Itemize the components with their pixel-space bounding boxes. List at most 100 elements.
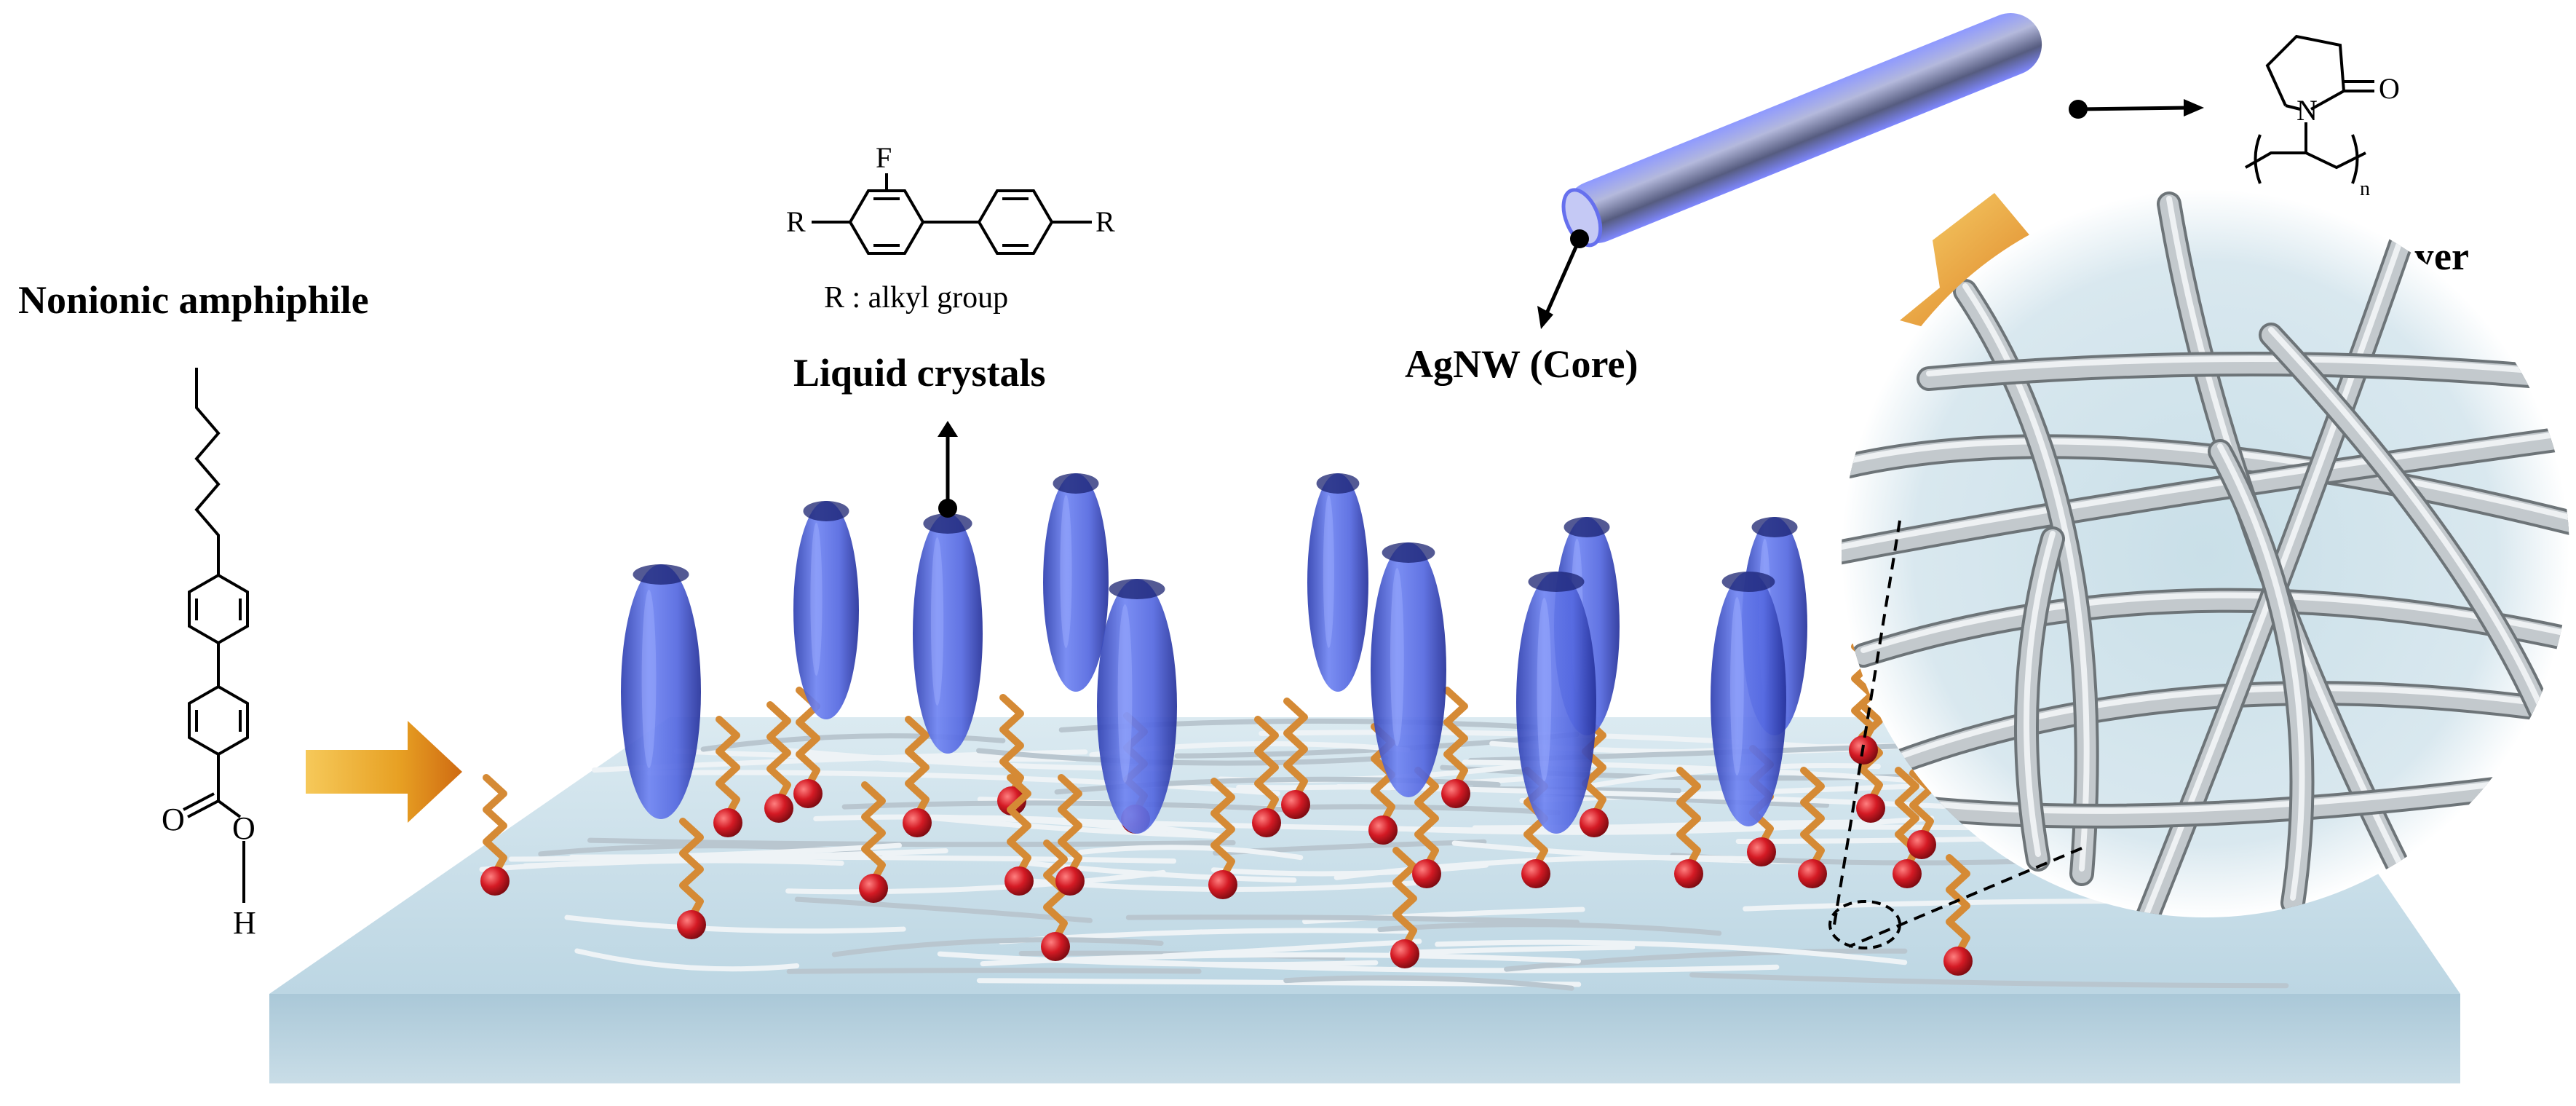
- zoom-nanowire: [1842, 437, 2569, 534]
- amphiphile-head: [1580, 808, 1609, 837]
- zoom-nanowire-highlight: [1846, 438, 2569, 522]
- nanowire: [1283, 975, 1574, 991]
- zoom-nanowire-highlight: [1860, 592, 2569, 653]
- nanowire: [794, 896, 1093, 923]
- amphiphile-head: [1441, 779, 1470, 808]
- zoom-nanowire-highlight: [1926, 356, 2565, 376]
- amphiphile-tail: [766, 701, 791, 805]
- pvp-pointer: [2077, 106, 2188, 111]
- liquid-crystal-cap: [803, 501, 849, 521]
- amphiphile-tail: [1210, 778, 1235, 881]
- amphiphile-head: [677, 910, 706, 939]
- nanowire: [1377, 922, 1722, 936]
- liquid-crystal-highlight: [641, 590, 657, 768]
- amphiphile-head: [1521, 859, 1550, 888]
- amphiphile-head: [1798, 859, 1827, 888]
- nanowire: [786, 968, 1202, 974]
- amphiphile-head: [1674, 859, 1703, 888]
- nanowire: [1333, 855, 1772, 880]
- liquid-crystal-cap: [1528, 572, 1585, 592]
- substrate-front: [269, 994, 2460, 1083]
- nanowire: [1335, 783, 1946, 809]
- amphiphile-head: [1943, 947, 1973, 976]
- liquid-crystal: [1043, 473, 1109, 692]
- nanowire: [785, 869, 1166, 895]
- zoom-line-lower: [1848, 847, 2082, 948]
- liquid-crystal-highlight: [1390, 568, 1404, 746]
- nanowire: [1078, 845, 1304, 861]
- nanowire: [587, 837, 1236, 848]
- nanowire: [1574, 819, 1876, 832]
- atom-f: F: [876, 141, 892, 174]
- amphiphile-head: [1412, 859, 1441, 888]
- zoom-nanowire-highlight: [2217, 443, 2305, 901]
- zoom-nanowire-highlight: [2024, 531, 2056, 857]
- zoom-nanowire: [1854, 590, 2569, 665]
- amphiphile-head: [793, 779, 823, 808]
- atom-o-carbonyl: O: [162, 802, 185, 837]
- amphiphile-head: [859, 874, 888, 903]
- amphiphile-tail: [1392, 847, 1417, 950]
- amphiphile-head: [764, 794, 793, 823]
- nanowire: [1125, 915, 1580, 925]
- liquid-crystal: [1307, 473, 1368, 692]
- liquid-crystal: [1516, 572, 1596, 834]
- nanowire: [1309, 804, 1561, 815]
- amphiphile-tail: [1058, 774, 1082, 877]
- pvp-structure: [2245, 34, 2374, 184]
- amphiphile-head: [1907, 830, 1936, 859]
- amphiphile-tail: [1800, 767, 1825, 870]
- zoom-nanowire-highlight: [2268, 327, 2551, 726]
- amphiphile-head: [1856, 794, 1885, 823]
- zoom-nanowire-highlight: [1962, 283, 2090, 872]
- agnw-rod: [1537, 12, 2204, 329]
- amphiphile-tail: [1283, 698, 1308, 801]
- liquid-crystal: [793, 501, 859, 719]
- agnw-core-pointer: [1545, 237, 1582, 315]
- amphiphile-head: [1208, 870, 1237, 899]
- nanowire: [574, 948, 800, 972]
- atom-o-pvp: O: [2379, 72, 2400, 105]
- nanowire: [1123, 958, 1780, 973]
- r-alkyl-group-label: R : alkyl group: [824, 281, 1008, 315]
- amphiphile-head: [1055, 866, 1085, 896]
- nanowire: [962, 815, 1613, 834]
- amphiphile-head: [1041, 932, 1070, 961]
- nanowire: [831, 937, 1164, 957]
- nanowire: [980, 952, 1581, 967]
- liquid-crystal: [913, 513, 983, 754]
- amphiphile-head: [480, 866, 510, 896]
- amphiphile-head: [1252, 808, 1281, 837]
- liquid-crystal-cap: [1382, 542, 1435, 563]
- liquid-crystal-cap: [1751, 517, 1798, 537]
- zoom-region-marker: [1828, 900, 1901, 949]
- liquid-crystal-cap: [1109, 579, 1165, 599]
- amphiphile-tail: [861, 781, 886, 885]
- atom-o-hydroxyl: O: [232, 810, 255, 846]
- liquid-crystal-highlight: [810, 523, 823, 676]
- atom-r-right: R: [1095, 205, 1115, 238]
- lc-pointer: [938, 421, 958, 518]
- zoom-nanowire-highlight: [1842, 429, 2569, 551]
- liquid-crystal-highlight: [1060, 495, 1072, 648]
- amphiphile-tail: [483, 774, 507, 877]
- liquid-crystals-label: Liquid crystals: [793, 351, 1046, 395]
- amphiphile-tail: [1443, 687, 1468, 790]
- nanowire: [1504, 948, 1908, 972]
- atom-r-left: R: [786, 205, 806, 238]
- atom-n: N: [2296, 94, 2318, 127]
- liquid-crystal: [1711, 572, 1786, 826]
- nanowire: [1689, 972, 2289, 989]
- liquid-crystal-highlight: [1323, 495, 1334, 648]
- zoom-nanowire: [1842, 427, 2569, 563]
- liquid-crystal: [1371, 542, 1446, 797]
- liquid-crystal-highlight: [1730, 597, 1744, 775]
- liquid-crystal: [621, 564, 701, 819]
- amphiphile-tail: [999, 694, 1024, 797]
- amphiphile-structure: [183, 368, 249, 903]
- liquid-crystal-cap: [1053, 473, 1099, 494]
- amphiphile-tail: [905, 716, 930, 819]
- liquid-crystal-cap: [923, 513, 972, 534]
- amphiphile-tail: [716, 716, 740, 819]
- nanowire: [564, 915, 906, 934]
